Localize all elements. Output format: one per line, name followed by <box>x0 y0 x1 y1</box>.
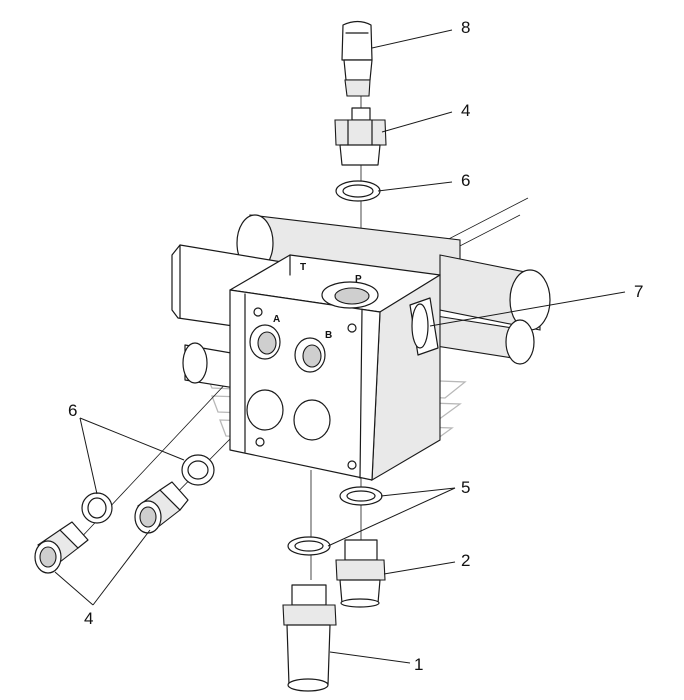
port-label-a: A <box>273 314 280 325</box>
callout-7: 7 <box>634 282 643 301</box>
port-label-b: B <box>325 330 332 341</box>
bolt-hole <box>347 323 357 333</box>
callout-5-bottom: 5 <box>461 478 470 497</box>
lower-port-left <box>246 389 284 431</box>
bolt-hole <box>253 307 263 317</box>
callout-6: 6 <box>68 401 77 420</box>
bolt-hole <box>255 437 265 447</box>
left-spool-cap <box>182 342 208 384</box>
part-4-fitting-left <box>34 521 89 574</box>
callout-2: 2 <box>461 551 470 570</box>
callout-1: 1 <box>414 655 423 674</box>
valve-body: A B T P <box>171 214 551 481</box>
lower-port-right <box>293 399 331 441</box>
callout-3: 4 <box>461 101 470 120</box>
port-label-t: T <box>300 262 306 273</box>
callout-8: 8 <box>461 18 470 37</box>
bolt-hole <box>347 460 357 470</box>
port-label-p: P <box>355 274 362 285</box>
callout-5-top: 6 <box>461 171 470 190</box>
part-1-long-fitting <box>282 584 337 692</box>
part-4-fitting-right <box>134 481 189 534</box>
part-8-sensor-plug <box>341 20 373 97</box>
callout-4: 4 <box>84 609 93 628</box>
part-3-top-fitting <box>334 107 387 166</box>
right-spool-cap-lower <box>505 319 535 365</box>
leader-lines <box>54 29 626 664</box>
callout-numbers: 8 4 6 7 5 2 1 6 4 <box>68 18 643 674</box>
part-2-lower-fitting <box>335 539 386 608</box>
